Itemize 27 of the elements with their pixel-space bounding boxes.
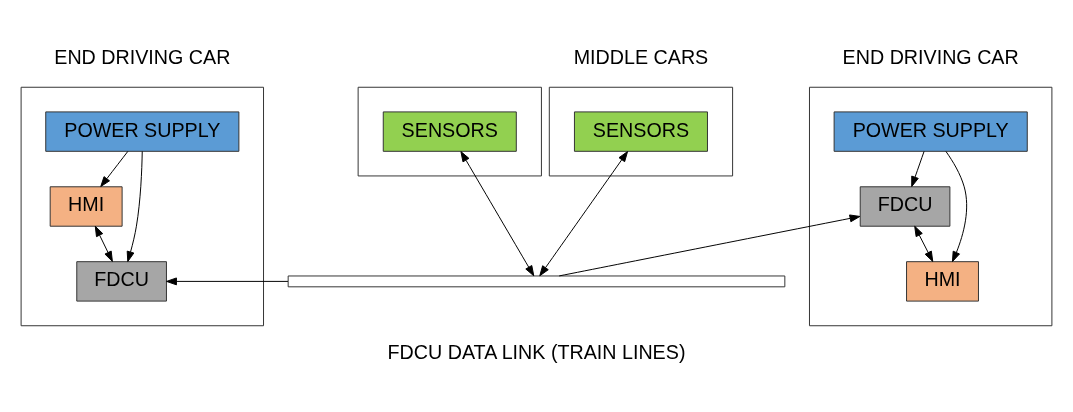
node-box: POWER SUPPLY [45,110,240,152]
label: FDCU DATA LINK (TRAIN LINES) [387,340,686,363]
node-box: HMI [49,185,123,227]
node-box: SENSORS [573,110,708,152]
node-box: FDCU [76,260,167,302]
cluster [357,86,542,176]
node-bar [287,275,786,287]
arrow [100,150,129,187]
cluster [548,86,734,176]
arrow [166,276,289,285]
arrow [911,150,925,187]
node-box: FDCU [859,185,951,227]
node-box: POWER SUPPLY [833,110,1028,152]
node-box: HMI [906,260,979,302]
label: END DRIVING CAR [54,45,231,68]
arrow [558,213,861,276]
arrow [126,150,143,262]
cluster [20,86,265,326]
node-box: SENSORS [382,110,517,152]
arrow [94,225,113,262]
arrow [539,150,628,276]
arrow [945,150,968,262]
label: MIDDLE CARS [573,45,709,68]
label: END DRIVING CAR [842,45,1019,68]
arrow [914,225,934,262]
arrow [460,150,535,276]
cluster [808,86,1053,326]
